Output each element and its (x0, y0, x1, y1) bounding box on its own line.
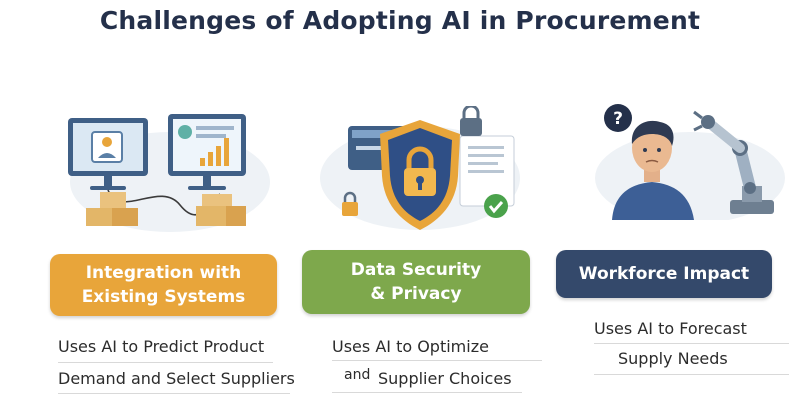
security-label-line2: & Privacy (370, 284, 462, 304)
divider (58, 393, 290, 394)
connected-monitors-icon (68, 114, 270, 232)
question-mark: ? (613, 109, 623, 129)
integration-desc-line1: Uses AI to Predict Product (58, 337, 265, 356)
workforce-label: Workforce Impact (556, 250, 772, 298)
security-label-line1: Data Security (350, 260, 482, 280)
security-desc-line2a: and (344, 367, 371, 383)
challenge-workforce: ? Workforce Impact Uses AI to Forecast S… (540, 0, 800, 400)
security-desc-line2b: Supplier Choices (378, 369, 512, 388)
divider (332, 360, 542, 361)
workforce-desc-line2: Supply Needs (618, 349, 728, 368)
challenge-security: Data Security & Privacy Uses AI to Optim… (280, 0, 570, 400)
workforce-label-line1: Workforce Impact (578, 264, 750, 284)
security-shield-lock-icon (320, 106, 520, 230)
page-title: Challenges of Adopting AI in Procurement (99, 6, 701, 35)
security-desc-line1: Uses AI to Optimize (332, 337, 489, 356)
security-label: Data Security & Privacy (302, 250, 530, 314)
integration-desc-line2: Demand and Select Suppliers (58, 369, 295, 388)
divider (58, 362, 273, 363)
challenge-integration: Integration with Existing Systems Uses A… (0, 0, 300, 400)
divider (594, 374, 789, 375)
worker-robot-arm-icon: ? (595, 104, 785, 220)
integration-label: Integration with Existing Systems (50, 254, 277, 316)
integration-label-line1: Integration with (85, 263, 242, 283)
workforce-desc-line1: Uses AI to Forecast (594, 319, 747, 338)
integration-label-line2: Existing Systems (81, 287, 246, 307)
divider (332, 392, 522, 393)
divider (594, 343, 789, 344)
